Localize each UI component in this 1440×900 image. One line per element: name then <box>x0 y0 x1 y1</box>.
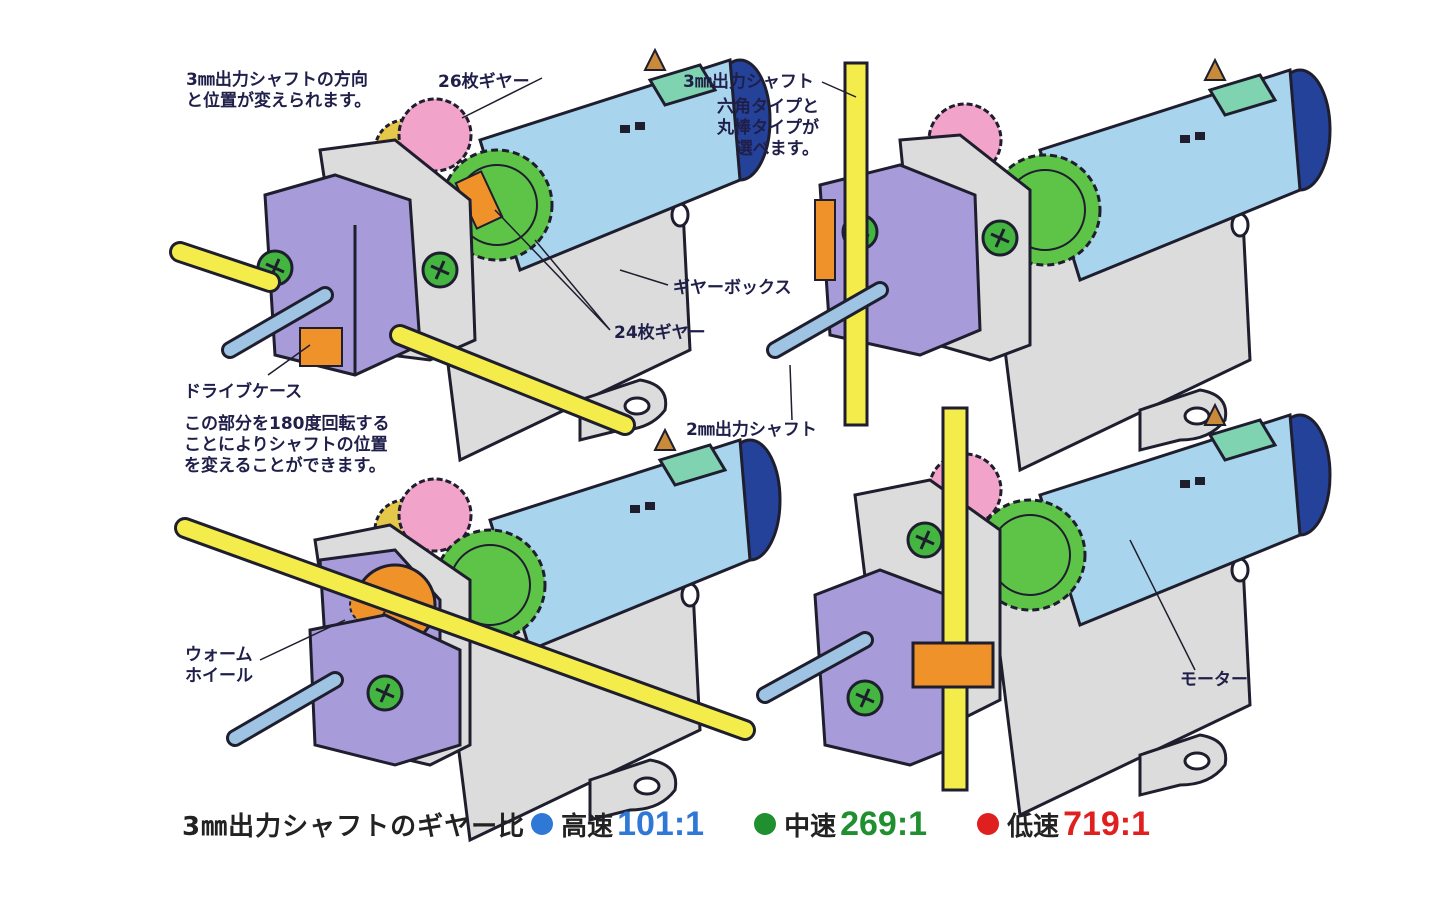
panel-bottom-right <box>756 403 1332 817</box>
rotate-note: この部分を180度回転する ことによりシャフトの位置 を変えることができます。 <box>184 414 390 476</box>
gear-ratio-caption: 3㎜出力シャフトのギヤー比 <box>182 811 526 842</box>
high-speed-name: 高速 <box>561 811 614 842</box>
mid-speed-name: 中速 <box>784 811 837 842</box>
panel-top-right <box>766 58 1332 472</box>
mid-speed-value: 269:1 <box>840 804 928 843</box>
gear26-label: 26枚ギヤー <box>438 72 530 92</box>
shaft2-label: 2㎜出力シャフト <box>686 420 817 440</box>
low-speed-dot <box>977 813 1000 835</box>
motor-label: モーター <box>1180 670 1248 690</box>
shaft3-label: 3㎜出力シャフト <box>683 72 814 92</box>
gear24-label: 24枚ギヤー <box>614 323 706 343</box>
low-speed-name: 低速 <box>1007 811 1060 842</box>
low-speed-value: 719:1 <box>1063 804 1151 843</box>
mid-speed-dot <box>754 813 777 835</box>
high-speed-dot <box>531 813 554 835</box>
drive-case-label: ドライブケース <box>184 382 303 402</box>
shaft-types-note: 六角タイプと 丸棒タイプが 選べます。 <box>717 97 819 159</box>
panel-bottom-left <box>174 428 782 842</box>
gearbox-label: ギヤーボックス <box>673 278 792 298</box>
high-speed-value: 101:1 <box>617 804 705 843</box>
panel-top-left <box>169 48 772 462</box>
gear-ratio-row: 3㎜出力シャフトのギヤー比 高速 101:1 中速 269:1 低速 719:1 <box>182 800 1150 848</box>
worm-wheel-label: ウォーム ホイール <box>185 645 253 686</box>
direction-note: 3㎜出力シャフトの方向 と位置が変えられます。 <box>186 70 372 111</box>
